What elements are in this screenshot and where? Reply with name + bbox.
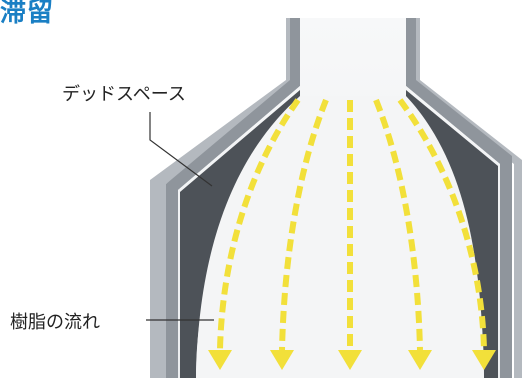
arrow-head-3 xyxy=(338,350,362,370)
inner-wall-left xyxy=(166,18,300,378)
flow-arrow-1 xyxy=(217,98,301,351)
dead-zone-right xyxy=(406,90,498,378)
arrow-head-1 xyxy=(208,350,232,370)
outer-wall-right xyxy=(406,18,522,378)
arrow-head-4 xyxy=(408,350,432,370)
flow-region xyxy=(196,96,484,378)
flow-arrows xyxy=(217,98,487,351)
diagram-title: 滞留 xyxy=(0,0,55,28)
arrow-head-2 xyxy=(270,350,294,370)
dead-space-leader xyxy=(149,112,213,187)
flow-arrow-2 xyxy=(279,98,329,351)
flow-arrow-5 xyxy=(397,98,487,351)
arrow-head-5 xyxy=(472,350,496,370)
inner-wall-right xyxy=(406,18,512,378)
arrow-heads xyxy=(208,350,496,370)
resin-flow-label: 樹脂の流れ xyxy=(10,312,100,333)
flow-arrow-4 xyxy=(373,98,423,351)
dead-space-label: デッドスペース xyxy=(62,84,186,105)
